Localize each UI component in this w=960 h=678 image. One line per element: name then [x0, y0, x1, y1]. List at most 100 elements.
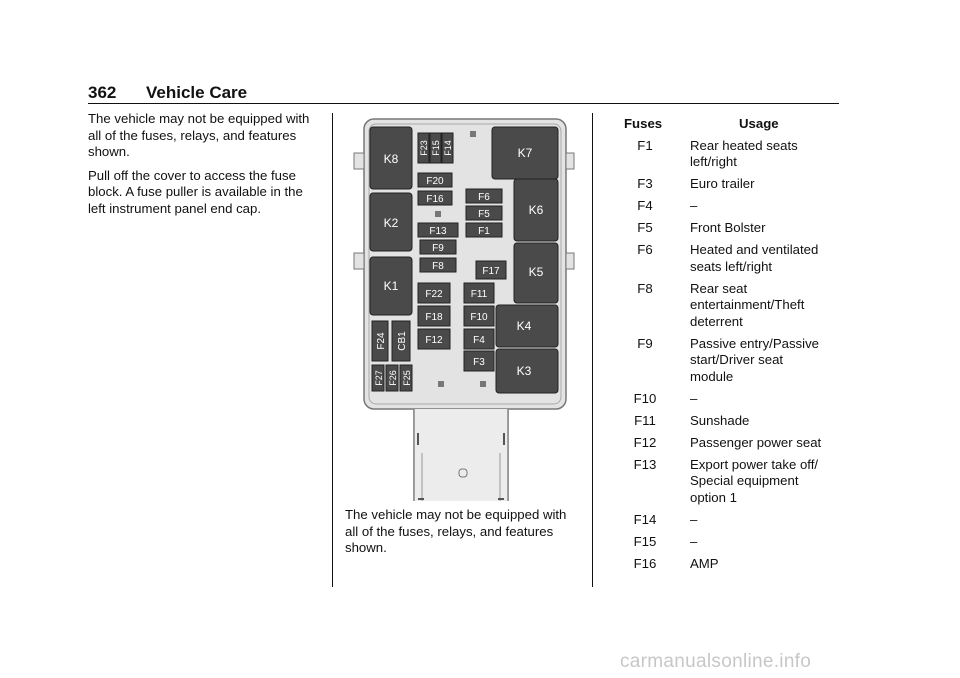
fuse-label: F8	[432, 261, 444, 272]
usage-line: deterrent	[690, 313, 743, 329]
fuse-label: F4	[473, 335, 485, 346]
fuse-F3: F3	[463, 350, 495, 372]
fuse-cell: F4	[637, 198, 653, 213]
fuse-label: F13	[429, 226, 447, 237]
fuse-label: F24	[376, 332, 387, 350]
cover-instructions: Pull off the cover to access the fuse bl…	[88, 167, 303, 216]
usage-cell: –	[675, 391, 840, 408]
relay-label: K4	[517, 319, 532, 333]
fuse-label: F23	[419, 140, 429, 156]
fuse-cell: F14	[633, 511, 657, 527]
fuse-F27: F27	[371, 364, 385, 392]
usage-line: entertainment/Theft	[690, 297, 805, 312]
relay-label: K6	[529, 203, 544, 217]
equipment-note: The vehicle may not be equipped with all…	[88, 111, 310, 159]
page-number: 362	[88, 83, 117, 102]
fuse-cell: F6	[637, 242, 653, 257]
fuse-label: F15	[431, 140, 441, 156]
fuse-label: F17	[482, 266, 500, 277]
relay-K5: K5	[513, 242, 559, 304]
diagram-caption: The vehicle may not be equipped with all…	[345, 507, 567, 555]
relay-K2: K2	[369, 192, 413, 252]
fuse-F18: F18	[417, 305, 451, 327]
relay-label: K8	[384, 152, 399, 166]
table-row: F14 –	[615, 512, 845, 529]
usage-cell: AMP	[675, 556, 840, 573]
usage-line: Rear heated seats	[690, 137, 798, 153]
usage-line: Passenger power seat	[690, 434, 822, 450]
fuse-F17: F17	[475, 260, 507, 280]
fuse-label: F18	[425, 312, 443, 323]
fuse-puller-mark	[470, 131, 476, 137]
relay-label: K5	[529, 265, 544, 279]
fuse-cell: F15	[633, 533, 657, 549]
fuse-cell: F5	[637, 220, 653, 235]
circuit-breaker-CB1: CB1	[391, 320, 411, 362]
usage-cell: Sunshade	[675, 413, 840, 430]
fuse-label: F14	[443, 140, 453, 156]
usage-line: –	[690, 198, 698, 213]
fuse-cell: F12	[633, 434, 657, 450]
usage-line: start/Driver seat	[690, 352, 784, 367]
fuse-cell: F1	[637, 137, 653, 153]
fuse-label: CB1	[397, 331, 408, 351]
relay-K6: K6	[513, 178, 559, 242]
table-header: Fuses Usage	[615, 116, 845, 133]
usage-line: AMP	[690, 555, 719, 571]
table-row: F10 –	[615, 391, 845, 408]
fuse-F23: F23	[417, 132, 430, 164]
fuse-cell: F10	[633, 390, 657, 406]
relay-K1: K1	[369, 256, 413, 316]
fuse-label: F11	[471, 289, 488, 300]
fuse-label: F12	[425, 335, 443, 346]
usage-line: Passive entry/Passive	[690, 335, 819, 351]
fuse-cell: F9	[637, 335, 653, 351]
usage-line: Rear seat	[690, 280, 748, 296]
fuse-F11: F11	[463, 282, 495, 304]
fuse-label: F26	[388, 370, 398, 386]
fuse-label: F27	[374, 370, 384, 386]
table-row: F5 Front Bolster	[615, 220, 845, 237]
usage-line: Euro trailer	[690, 176, 755, 191]
relay-K4: K4	[495, 304, 559, 348]
relay-K7: K7	[491, 126, 559, 180]
fuse-cell: F8	[637, 280, 653, 296]
usage-cell: Front Bolster	[675, 220, 840, 237]
column-header-fuses: Fuses	[624, 116, 663, 131]
fuse-label: F6	[478, 192, 490, 203]
table-row: F15 –	[615, 534, 845, 551]
watermark: carmanualsonline.info	[620, 651, 812, 672]
usage-cell: Euro trailer	[675, 176, 840, 193]
fuse-label: F10	[470, 312, 488, 323]
fuse-F13: F13	[417, 222, 459, 238]
fuse-label: F20	[426, 176, 444, 187]
relay-K8: K8	[369, 126, 413, 190]
column-divider-right	[592, 113, 593, 587]
relay-K3: K3	[495, 348, 559, 394]
usage-line: left/right	[690, 154, 737, 169]
fuse-F26: F26	[385, 364, 399, 392]
fuse-block-diagram: K8 K2 K1 K7 K6 K5 K4 K3 F23 F15 F14 F20 …	[353, 118, 575, 501]
fuse-F8: F8	[419, 257, 457, 273]
fuse-F12: F12	[417, 328, 451, 350]
usage-line: Heated and ventilated	[690, 242, 819, 257]
fuse-label: F9	[432, 243, 444, 254]
fuse-F24: F24	[371, 320, 389, 362]
usage-cell: –	[675, 534, 840, 551]
usage-line: –	[690, 511, 698, 527]
table-row: F12 Passenger power seat	[615, 435, 845, 452]
fuse-F16: F16	[417, 190, 453, 206]
usage-line: Special equipment	[690, 473, 799, 488]
usage-line: option 1	[690, 489, 737, 505]
usage-line: Export power take off/	[690, 456, 819, 472]
